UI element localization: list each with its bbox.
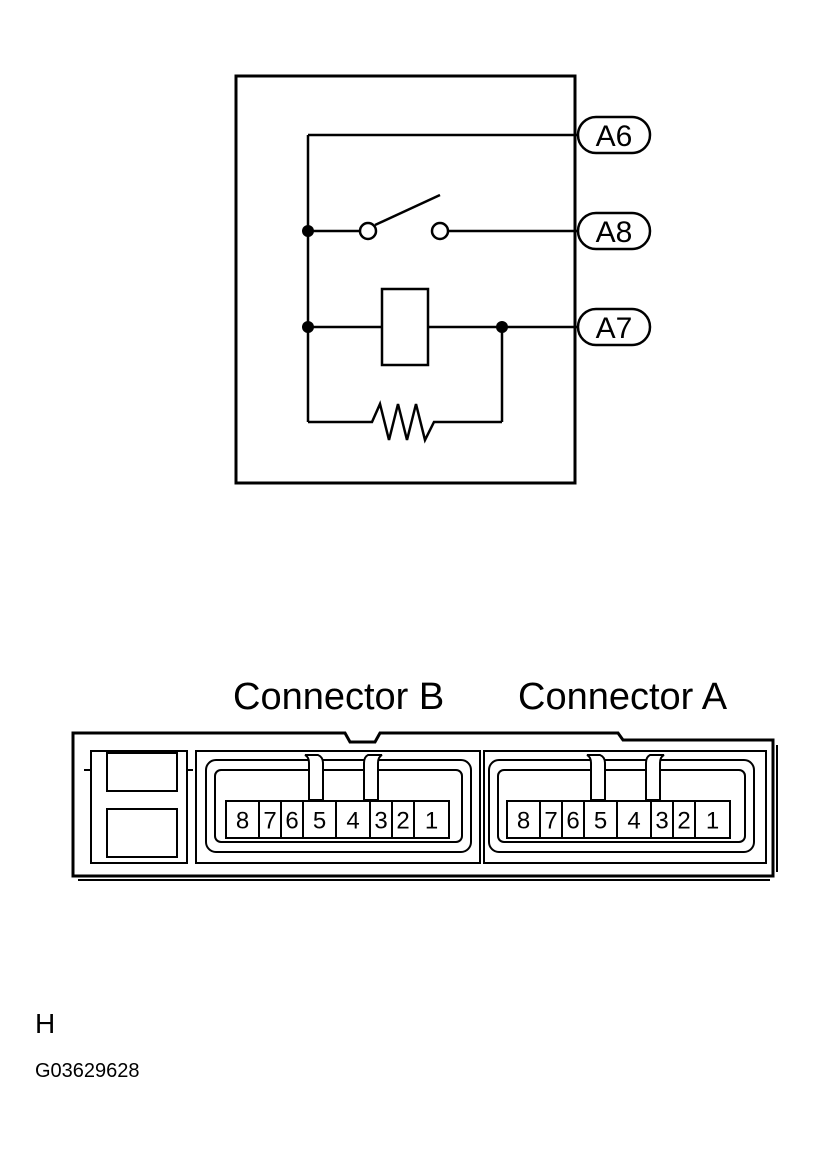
pin-number: 7 — [263, 808, 276, 835]
connector-b-label: Connector B — [233, 676, 444, 718]
figure-code: G03629628 — [35, 1060, 140, 1082]
pin-number: 1 — [706, 808, 719, 835]
pin-number: 4 — [627, 808, 640, 835]
junction-dot — [302, 225, 314, 237]
connector-a-label: Connector A — [518, 676, 728, 718]
switch-contact-left — [358, 221, 378, 241]
pin-cell — [506, 800, 541, 839]
pin-cell — [413, 800, 450, 839]
pin-number: 3 — [655, 808, 668, 835]
relay-coil — [380, 287, 430, 367]
pin-cell — [583, 800, 618, 839]
pin-cell — [694, 800, 731, 839]
terminal-a7: A7 — [576, 307, 652, 347]
switch-contact-right — [430, 221, 450, 241]
terminal-a8: A8 — [576, 211, 652, 251]
pin-number: 2 — [677, 808, 690, 835]
pin-number: 5 — [313, 808, 326, 835]
pin-number: 3 — [374, 808, 387, 835]
pin-number: 6 — [566, 808, 579, 835]
pin-number: 8 — [517, 808, 530, 835]
pin-number: 2 — [396, 808, 409, 835]
resistor — [308, 400, 502, 444]
terminal-a6: A6 — [576, 115, 652, 155]
junction-dot — [496, 321, 508, 333]
pin-number: 8 — [236, 808, 249, 835]
svg-text:A7: A7 — [596, 312, 633, 345]
relay-schematic: A6 A8 A7 — [234, 74, 652, 485]
switch-blade — [374, 193, 441, 227]
junction-dot — [302, 321, 314, 333]
pin-number: 5 — [594, 808, 607, 835]
pin-number: 6 — [285, 808, 298, 835]
figure-letter: H — [35, 1008, 55, 1039]
pin-number: 4 — [346, 808, 359, 835]
svg-text:A8: A8 — [596, 216, 633, 249]
relay-housing — [234, 74, 577, 485]
svg-text:A6: A6 — [596, 120, 633, 153]
pin-number: 7 — [544, 808, 557, 835]
pin-number: 1 — [425, 808, 438, 835]
